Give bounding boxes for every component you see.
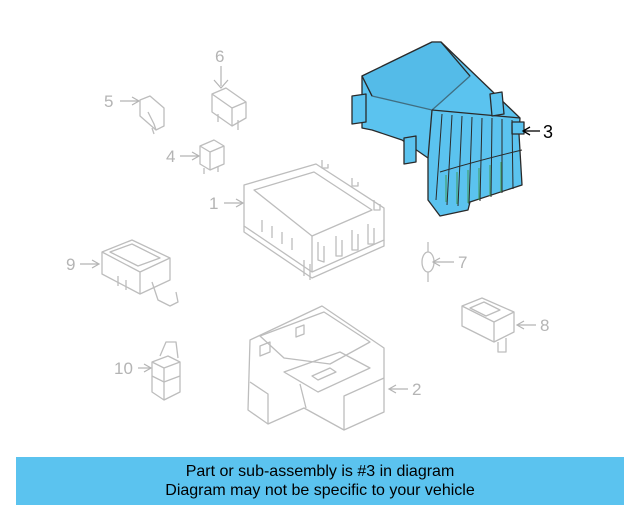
callout-6: 6 xyxy=(215,47,224,66)
part-4-relay[interactable] xyxy=(199,139,225,174)
callout-9: 9 xyxy=(66,255,75,274)
leader-lines xyxy=(80,66,540,394)
callout-8: 8 xyxy=(540,316,549,335)
part-6-relay[interactable] xyxy=(211,87,247,130)
callout-2: 2 xyxy=(412,380,421,399)
info-banner: Part or sub-assembly is #3 in diagram Di… xyxy=(16,457,624,505)
part-8-connector[interactable] xyxy=(461,297,515,353)
banner-line-part: Part or sub-assembly is #3 in diagram xyxy=(185,463,455,480)
callout-3: 3 xyxy=(543,122,553,142)
callout-7: 7 xyxy=(458,253,467,272)
callout-1: 1 xyxy=(209,194,218,213)
part-3-cover[interactable] xyxy=(351,41,525,217)
callout-4: 4 xyxy=(166,147,175,166)
part-1-fuse-box[interactable] xyxy=(243,160,385,280)
part-2-bracket[interactable] xyxy=(247,305,385,431)
banner-line-disclaimer: Diagram may not be specific to your vehi… xyxy=(165,482,475,499)
callout-10: 10 xyxy=(114,359,133,378)
part-9-connector[interactable] xyxy=(101,239,179,307)
part-5-clip[interactable] xyxy=(139,95,165,135)
part-10-terminal[interactable] xyxy=(151,341,181,401)
callout-5: 5 xyxy=(104,92,113,111)
